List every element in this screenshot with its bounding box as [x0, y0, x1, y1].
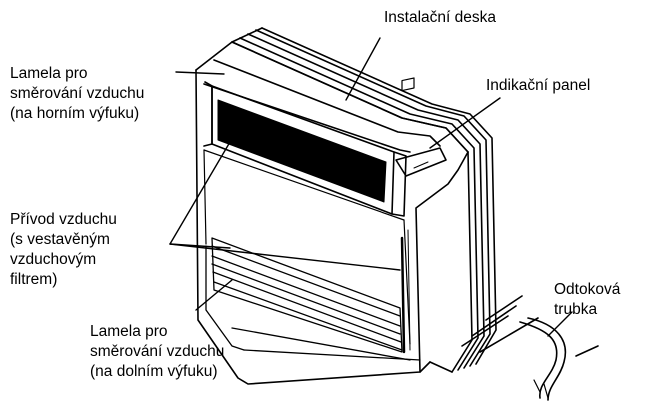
leader-drain-pipe — [547, 311, 573, 337]
mounting-plate-shape — [231, 27, 497, 373]
label-drain-pipe: Odtoková trubka — [554, 281, 621, 318]
unit-body — [195, 41, 469, 385]
lower-louver-shape — [205, 237, 421, 361]
leader-lines — [169, 37, 573, 337]
label-air-intake: Přívod vzduchu (s vestavěným vzduchovým … — [10, 211, 117, 288]
leader-lower-louver — [195, 279, 233, 311]
drain-pipe-shape — [461, 295, 599, 401]
leader-indicator-panel — [429, 97, 501, 149]
leader-air-intake-3 — [169, 243, 231, 249]
label-upper-louver: Lamela pro směrování vzduchu (na horním … — [10, 65, 145, 122]
indicator-panel-shape — [395, 77, 447, 177]
leader-mounting-plate — [345, 37, 381, 101]
label-mounting-plate: Instalační deska — [384, 9, 497, 26]
label-indicator-panel: Indikační panel — [486, 77, 591, 94]
front-panel-shape — [203, 149, 411, 354]
leader-air-intake-2 — [169, 243, 401, 271]
leader-air-intake-1 — [169, 141, 231, 245]
leader-upper-louver — [175, 71, 225, 75]
label-lower-louver: Lamela pro směrování vzduchu (na dolním … — [90, 323, 225, 380]
upper-louver-shape — [203, 81, 407, 217]
